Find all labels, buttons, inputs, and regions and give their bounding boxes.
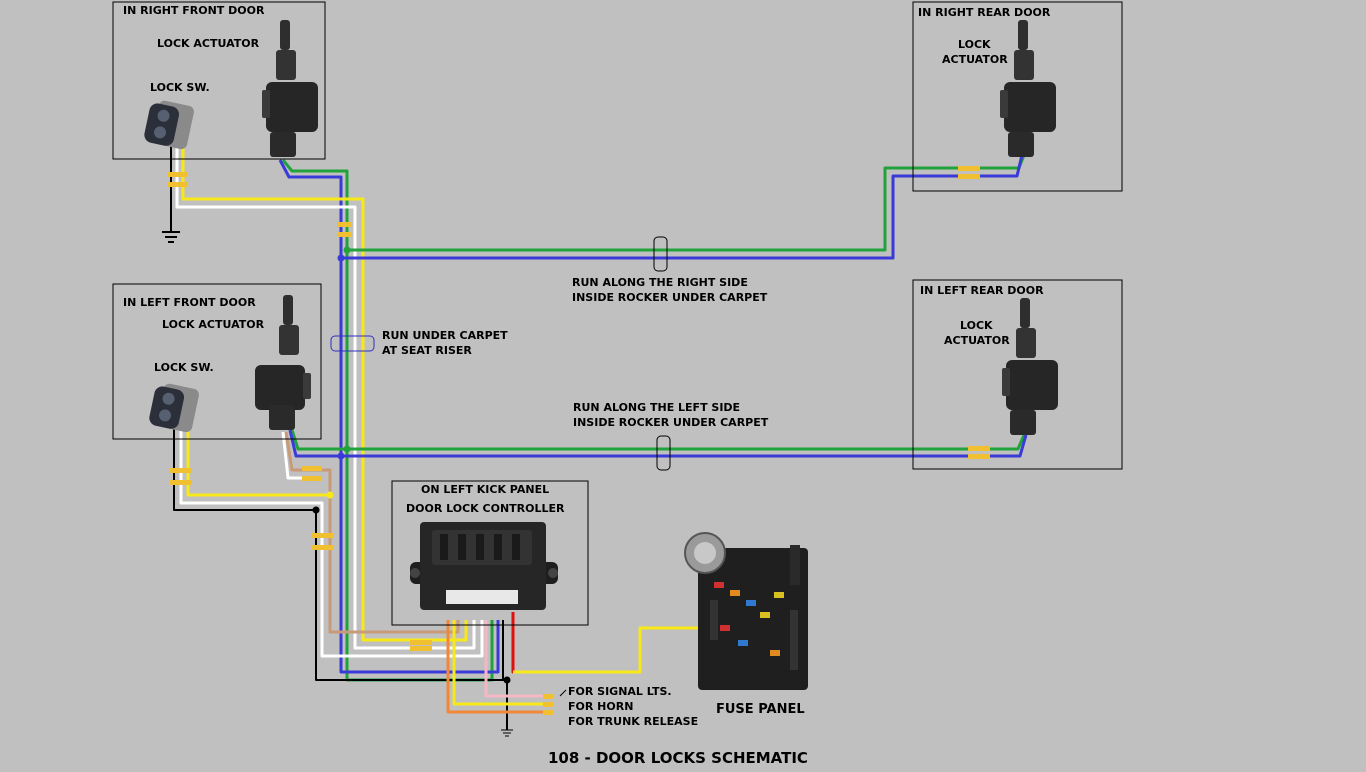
connector-plug	[167, 182, 187, 187]
connector-plug	[337, 232, 351, 237]
controller-box: ON LEFT KICK PANEL DOOR LOCK CONTROLLER	[391, 480, 589, 626]
note-seat-riser-line1: RUN UNDER CARPET	[382, 329, 508, 342]
right-front-actuator-label: LOCK ACTUATOR	[157, 37, 260, 50]
wire-green-rf	[281, 159, 494, 682]
wire-black-lf-switch	[173, 425, 508, 730]
connector-plug	[170, 468, 192, 473]
left-front-door-label: IN LEFT FRONT DOOR	[123, 296, 256, 309]
wire-pink-signal	[484, 620, 552, 698]
connector-plug	[337, 222, 351, 227]
connector-plug	[302, 476, 322, 481]
output-horn-label: FOR HORN	[568, 700, 633, 713]
note-left-side-line2: INSIDE ROCKER UNDER CARPET	[573, 416, 769, 429]
note-right-side-line1: RUN ALONG THE RIGHT SIDE	[572, 276, 748, 289]
ground-symbol-controller	[501, 729, 513, 737]
right-rear-actuator-label-1: LOCK	[958, 38, 991, 51]
junction-dot	[343, 445, 351, 453]
wire-yellow-fuse	[513, 626, 700, 674]
connector-plug	[543, 710, 553, 715]
connector-plug	[968, 446, 990, 451]
lock-switch-icon	[144, 100, 194, 150]
wire-blue-rf	[278, 159, 500, 674]
right-rear-door-box: IN RIGHT REAR DOOR LOCK ACTUATOR	[912, 1, 1123, 192]
note-seat-riser-line2: AT SEAT RISER	[382, 344, 472, 357]
connector-plug	[170, 480, 192, 485]
bundle-marker-seat-riser	[330, 335, 375, 352]
junction-dot	[503, 676, 511, 684]
bundle-marker-right-run	[653, 236, 668, 272]
wire-green-right-run	[347, 154, 1026, 252]
left-front-door-box: IN LEFT FRONT DOOR LOCK ACTUATOR LOCK SW…	[112, 283, 322, 440]
left-front-actuator-label: LOCK ACTUATOR	[162, 318, 265, 331]
wire-blue-right-run	[341, 154, 1024, 260]
left-rear-door-label: IN LEFT REAR DOOR	[920, 284, 1044, 297]
door-lock-controller-icon	[410, 522, 558, 610]
connector-plug	[543, 702, 553, 707]
connector-plug	[167, 172, 187, 177]
wires	[170, 140, 1028, 730]
connector-plug	[958, 174, 980, 179]
right-rear-door-label: IN RIGHT REAR DOOR	[918, 6, 1051, 19]
wire-green-lf	[290, 429, 347, 451]
output-labels: FOR SIGNAL LTS. FOR HORN FOR TRUNK RELEA…	[568, 685, 698, 728]
connectors	[167, 166, 990, 715]
junction-dot	[337, 254, 345, 262]
left-rear-door-box: IN LEFT REAR DOOR LOCK ACTUATOR	[912, 279, 1123, 470]
output-signal-label: FOR SIGNAL LTS.	[568, 685, 672, 698]
connector-plug	[410, 646, 432, 651]
connector-plug	[302, 466, 322, 471]
lock-actuator-icon	[255, 295, 311, 430]
wire-red-power	[511, 612, 640, 674]
right-front-switch-label: LOCK SW.	[150, 81, 210, 94]
left-rear-actuator-label-1: LOCK	[960, 319, 993, 332]
connector-plug	[958, 166, 980, 171]
connector-plug	[410, 640, 432, 645]
wire-black-output-leads	[559, 689, 567, 697]
junction-dot	[312, 506, 320, 514]
note-left-side-line1: RUN ALONG THE LEFT SIDE	[573, 401, 740, 414]
wire-blue-left-run	[341, 434, 1028, 458]
connector-plug	[312, 545, 334, 550]
wire-white-rf-switch	[175, 140, 476, 650]
controller-location-label: ON LEFT KICK PANEL	[421, 483, 549, 496]
bundle-marker-left-run	[656, 435, 671, 471]
wire-green-left-run	[347, 434, 1026, 451]
diagram-title: 108 - DOOR LOCKS SCHEMATIC	[548, 749, 808, 767]
junction-dot	[343, 246, 351, 254]
controller-name-label: DOOR LOCK CONTROLLER	[406, 502, 565, 515]
junction-dots	[312, 246, 511, 684]
output-trunk-label: FOR TRUNK RELEASE	[568, 715, 698, 728]
right-rear-actuator-label-2: ACTUATOR	[942, 53, 1008, 66]
ground-symbol-switch	[162, 231, 180, 243]
wire-yellow-lf-switch	[186, 425, 330, 497]
right-front-door-label: IN RIGHT FRONT DOOR	[123, 4, 265, 17]
wire-orange-trunk	[446, 620, 552, 714]
lock-actuator-icon	[1000, 20, 1056, 157]
left-rear-actuator-label-2: ACTUATOR	[944, 334, 1010, 347]
junction-dot	[326, 491, 334, 499]
fuse-panel-label: FUSE PANEL	[716, 702, 805, 717]
lock-actuator-icon	[262, 20, 318, 157]
note-right-side-line2: INSIDE ROCKER UNDER CARPET	[572, 291, 768, 304]
lock-switch-icon	[149, 383, 199, 433]
junction-dot	[337, 452, 345, 460]
connector-plug	[968, 454, 990, 459]
wire-tan-lf	[284, 431, 460, 634]
left-front-switch-label: LOCK SW.	[154, 361, 214, 374]
wire-yellow-horn	[452, 620, 552, 706]
connector-plug	[543, 694, 553, 699]
connector-plug	[312, 533, 334, 538]
wire-white-lf-switch	[179, 425, 484, 658]
right-front-door-box: IN RIGHT FRONT DOOR LOCK ACTUATOR LOCK S…	[112, 1, 326, 160]
wire-yellow-rf-switch	[181, 140, 468, 642]
lock-actuator-icon	[1002, 298, 1058, 435]
routing-notes: RUN UNDER CARPET AT SEAT RISER RUN ALONG…	[382, 276, 769, 429]
fuse-panel-icon	[684, 532, 808, 690]
